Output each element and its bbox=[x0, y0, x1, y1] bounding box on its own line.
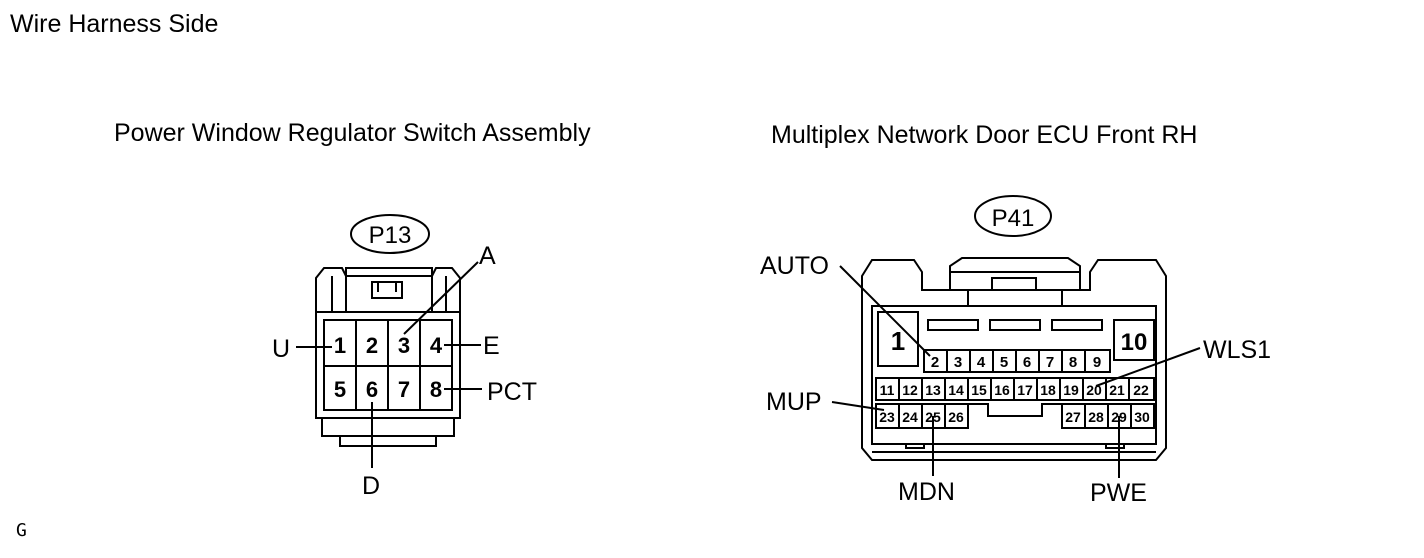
pin: 28 bbox=[1088, 409, 1104, 425]
signal-label-auto: AUTO bbox=[760, 252, 829, 280]
connector-title-p13: Power Window Regulator Switch Assembly bbox=[114, 119, 591, 147]
connector-code: P41 bbox=[992, 205, 1035, 232]
pin: 2 bbox=[931, 354, 939, 371]
connector-title-p41: Multiplex Network Door ECU Front RH bbox=[771, 121, 1198, 149]
leader-line bbox=[839, 265, 931, 357]
pin: 16 bbox=[994, 382, 1010, 398]
connector-code-oval bbox=[974, 195, 1052, 237]
pin: 13 bbox=[925, 382, 941, 398]
page-title: Wire Harness Side bbox=[10, 10, 219, 38]
connector-body bbox=[315, 267, 461, 419]
pin: 8 bbox=[1069, 354, 1077, 371]
connector-body bbox=[861, 259, 1167, 461]
pin: 6 bbox=[1023, 354, 1031, 371]
pin: 5 bbox=[334, 377, 346, 402]
signal-label-mdn: MDN bbox=[898, 478, 955, 506]
pin: 22 bbox=[1133, 382, 1149, 398]
pin: 4 bbox=[977, 354, 986, 371]
pin: 1 bbox=[334, 333, 346, 358]
pin: 23 bbox=[879, 409, 895, 425]
pin-numbers-p41: 1 10 2 3 4 5 6 7 8 9 11 12 13 14 15 16 1… bbox=[879, 326, 1150, 425]
pin: 1 bbox=[891, 326, 905, 356]
connector-code-oval bbox=[350, 214, 430, 254]
pin: 26 bbox=[948, 409, 964, 425]
signal-label-pct: PCT bbox=[487, 378, 537, 406]
pin: 7 bbox=[398, 377, 410, 402]
signal-label-u: U bbox=[272, 335, 290, 363]
leader-line bbox=[1095, 347, 1201, 387]
pin: 10 bbox=[1121, 329, 1148, 356]
pin: 11 bbox=[880, 382, 895, 398]
pin: 6 bbox=[366, 377, 378, 402]
signal-label-mup: MUP bbox=[766, 388, 822, 416]
pin: 21 bbox=[1109, 382, 1125, 398]
pin: 30 bbox=[1134, 409, 1150, 425]
pin: 2 bbox=[366, 333, 378, 358]
pin-numbers-p13: 1 2 3 4 5 6 7 8 bbox=[334, 333, 443, 402]
signal-label-pwe: PWE bbox=[1090, 479, 1147, 507]
connector-p13 bbox=[315, 214, 461, 447]
pin: 3 bbox=[954, 354, 962, 371]
connector-p41 bbox=[861, 195, 1167, 461]
pin: 4 bbox=[430, 333, 443, 358]
pin: 12 bbox=[902, 382, 918, 398]
pin: 5 bbox=[1000, 354, 1008, 371]
pin: 9 bbox=[1093, 354, 1101, 371]
signal-label-wls1: WLS1 bbox=[1203, 336, 1271, 364]
leader-line bbox=[403, 261, 479, 335]
signal-label-a: A bbox=[479, 242, 496, 270]
pin: 15 bbox=[971, 382, 987, 398]
pin: 19 bbox=[1063, 382, 1079, 398]
pin: 17 bbox=[1017, 382, 1033, 398]
signal-label-e: E bbox=[483, 332, 500, 360]
pin: 24 bbox=[902, 409, 918, 425]
pin: 18 bbox=[1040, 382, 1056, 398]
pin: 8 bbox=[430, 377, 442, 402]
signal-label-d: D bbox=[362, 472, 380, 500]
footer-mark: G bbox=[16, 520, 27, 541]
leader-line bbox=[831, 401, 885, 411]
pin: 14 bbox=[948, 382, 964, 398]
pin: 3 bbox=[398, 333, 410, 358]
connector-code: P13 bbox=[369, 222, 412, 249]
pin: 7 bbox=[1046, 354, 1054, 371]
pin: 27 bbox=[1065, 409, 1081, 425]
